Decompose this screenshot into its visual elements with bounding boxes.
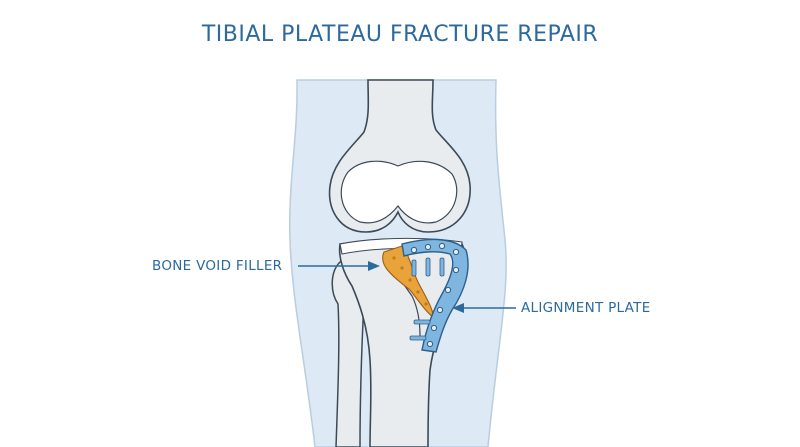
plate-arrowhead	[452, 303, 464, 313]
femoral-cartilage	[340, 160, 458, 224]
filler-texture	[392, 256, 396, 260]
plate-hole	[438, 242, 446, 250]
plate-screw	[425, 257, 431, 277]
label-bone-void-filler: BONE VOID FILLER	[152, 258, 283, 274]
plate-hole	[452, 248, 460, 256]
plate-hole	[426, 340, 434, 348]
filler-texture	[424, 302, 428, 306]
plate-hole	[436, 306, 444, 314]
filler-arrowhead	[368, 261, 380, 271]
filler-texture	[400, 266, 404, 270]
filler-texture	[416, 290, 420, 294]
plate-hole	[424, 243, 432, 251]
filler-texture	[408, 278, 412, 282]
plate-screw	[411, 259, 417, 277]
plate-hole	[410, 246, 418, 254]
plate-screw	[409, 335, 427, 341]
plate-screw	[439, 257, 445, 277]
plate-screw	[413, 319, 431, 325]
plate-hole	[430, 324, 438, 332]
plate-hole	[452, 266, 460, 274]
diagram-title: TIBIAL PLATEAU FRACTURE REPAIR	[201, 22, 599, 47]
label-alignment-plate: ALIGNMENT PLATE	[521, 300, 651, 316]
plate-hole	[444, 286, 452, 294]
